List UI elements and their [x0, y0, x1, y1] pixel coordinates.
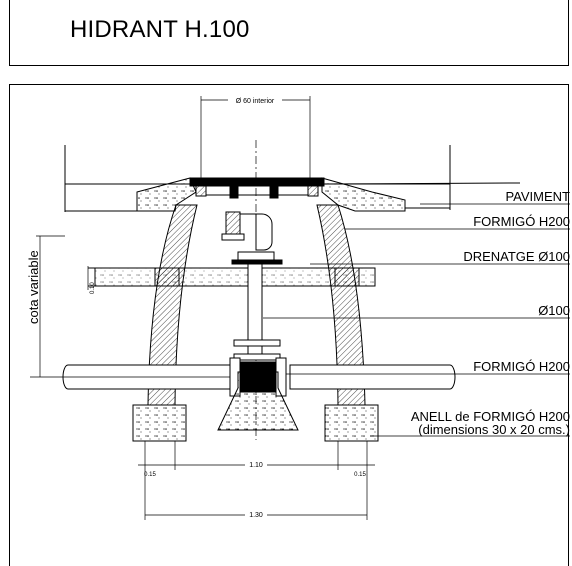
right-wall-label: 0.15	[354, 472, 366, 478]
bottom-dimension-labels: 1.10 1.30 0.15 0.15	[144, 461, 366, 519]
ring-footings	[132, 404, 379, 442]
diameter-100-label: Ø100	[538, 303, 570, 318]
formigo-mid-label: FORMIGÓ H200	[473, 359, 570, 374]
drawing-title: HIDRANT H.100	[70, 16, 250, 43]
drawing-frame	[9, 84, 569, 566]
inner-width-label: 1.10	[249, 462, 263, 469]
formigo-top-label: FORMIGÓ H200	[473, 214, 570, 229]
supply-pipe	[30, 357, 456, 397]
top-opening-dimension: Ø 60 interior	[200, 96, 311, 178]
pavement-lines	[64, 145, 521, 212]
arched-walls	[147, 204, 366, 406]
concrete-base	[217, 371, 299, 431]
drain-thickness-label: 0.10	[90, 282, 96, 294]
cota-variable-label: cota variable	[26, 250, 41, 324]
manhole-frame	[189, 177, 325, 199]
cota-dimension: cota variable 0.10	[26, 235, 96, 377]
bottom-dimensions	[138, 441, 375, 520]
drainage-band	[88, 267, 376, 287]
anell-label-line2: (dimensions 30 x 20 cms.)	[418, 422, 570, 437]
drenatge-label: DRENATGE Ø100	[463, 249, 570, 264]
outer-width-label: 1.30	[249, 512, 263, 519]
paviment-label: PAVIMENT	[505, 189, 570, 204]
leader-lines	[263, 203, 570, 437]
left-wall-label: 0.15	[144, 472, 156, 478]
title-block: HIDRANT H.100	[9, 0, 569, 66]
top-opening-label: Ø 60 interior	[236, 98, 275, 105]
anell-label-line1: ANELL de FORMIGÓ H200	[411, 409, 570, 424]
hydrant-valve	[221, 211, 283, 361]
